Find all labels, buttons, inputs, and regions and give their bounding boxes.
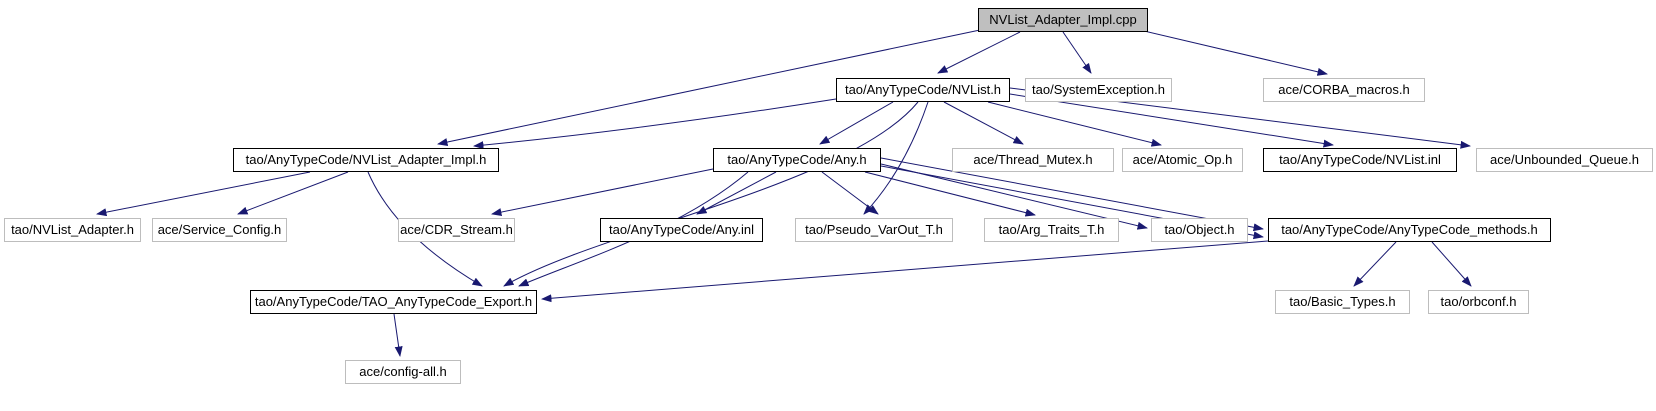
node-label: tao/AnyTypeCode/TAO_AnyTypeCode_Export.h	[254, 294, 533, 309]
node-configall: ace/config-all.h	[345, 360, 461, 384]
node-label: tao/NVList_Adapter.h	[11, 222, 134, 237]
edge-nvlist_h-any_h	[819, 101, 894, 145]
node-label: ace/Unbounded_Queue.h	[1490, 152, 1639, 167]
node-label: tao/Pseudo_VarOut_T.h	[805, 222, 943, 237]
node-object: tao/Object.h	[1151, 218, 1248, 242]
node-pseudo: tao/Pseudo_VarOut_T.h	[795, 218, 953, 242]
edge-any_h-methods	[880, 157, 1264, 232]
edge-nvlai_h-svcconf	[237, 171, 349, 215]
node-label: ace/config-all.h	[359, 364, 447, 379]
node-label: tao/AnyTypeCode/NVList.h	[844, 82, 1002, 97]
node-any_inl[interactable]: tao/AnyTypeCode/Any.inl	[600, 218, 763, 242]
node-label: ace/CDR_Stream.h	[400, 222, 513, 237]
edge-root-corba	[1139, 29, 1328, 76]
edge-export-configall	[393, 313, 403, 357]
node-nvla: tao/NVList_Adapter.h	[4, 218, 141, 242]
node-thread: ace/Thread_Mutex.h	[952, 148, 1114, 172]
edge-root-nvlai_h	[437, 29, 981, 146]
node-label: tao/Basic_Types.h	[1289, 294, 1396, 309]
node-nvlist_inl[interactable]: tao/AnyTypeCode/NVList.inl	[1263, 148, 1457, 172]
node-label: tao/AnyTypeCode/Any.h	[727, 152, 867, 167]
edge-methods-orbconf	[1431, 241, 1472, 287]
node-label: tao/AnyTypeCode/AnyTypeCode_methods.h	[1281, 222, 1538, 237]
node-sysex: tao/SystemException.h	[1025, 78, 1172, 102]
node-label: tao/orbconf.h	[1440, 294, 1517, 309]
edge-nvlai_h-nvla	[96, 171, 311, 217]
node-any_h[interactable]: tao/AnyTypeCode/Any.h	[713, 148, 881, 172]
edge-nvlist_h-thread	[943, 101, 1024, 145]
node-label: tao/Arg_Traits_T.h	[998, 222, 1105, 237]
edge-root-nvlist_h	[937, 31, 1021, 74]
node-svcconf: ace/Service_Config.h	[152, 218, 287, 242]
node-label: tao/AnyTypeCode/Any.inl	[608, 222, 754, 237]
node-label: NVList_Adapter_Impl.cpp	[989, 12, 1137, 27]
node-label: tao/Object.h	[1164, 222, 1235, 237]
node-corba: ace/CORBA_macros.h	[1263, 78, 1425, 102]
node-nvlai_h[interactable]: tao/AnyTypeCode/NVList_Adapter_Impl.h	[233, 148, 499, 172]
node-atomic: ace/Atomic_Op.h	[1122, 148, 1243, 172]
edge-nvlist_h-nvlai_h	[473, 98, 837, 150]
node-label: tao/AnyTypeCode/NVList_Adapter_Impl.h	[245, 152, 487, 167]
edge-methods-export	[541, 240, 1269, 303]
edge-nvlist_h-atomic	[987, 101, 1162, 147]
node-argtraits: tao/Arg_Traits_T.h	[984, 218, 1119, 242]
node-root: NVList_Adapter_Impl.cpp	[978, 8, 1148, 32]
node-methods[interactable]: tao/AnyTypeCode/AnyTypeCode_methods.h	[1268, 218, 1551, 242]
edge-root-sysex	[1062, 31, 1092, 74]
node-label: ace/Service_Config.h	[157, 222, 282, 237]
node-label: ace/Thread_Mutex.h	[973, 152, 1093, 167]
node-unbq: ace/Unbounded_Queue.h	[1476, 148, 1653, 172]
node-cdr: ace/CDR_Stream.h	[398, 218, 515, 242]
node-orbconf: tao/orbconf.h	[1428, 290, 1529, 314]
edge-nvlist_h-nvlist_inl	[1009, 93, 1334, 148]
node-basict: tao/Basic_Types.h	[1275, 290, 1410, 314]
node-label: ace/Atomic_Op.h	[1132, 152, 1233, 167]
edge-any_h-any_inl	[696, 171, 777, 215]
edge-any_h-argtraits	[864, 171, 1036, 217]
node-label: tao/SystemException.h	[1032, 82, 1165, 97]
node-label: tao/AnyTypeCode/NVList.inl	[1279, 152, 1441, 167]
edge-any_h-cdr	[491, 168, 714, 217]
node-export[interactable]: tao/AnyTypeCode/TAO_AnyTypeCode_Export.h	[250, 290, 537, 314]
edge-any_h-pseudo	[821, 171, 879, 215]
edge-nvlist_h-pseudo	[863, 101, 929, 215]
edge-nvlist_h-export	[503, 101, 919, 287]
node-label: ace/CORBA_macros.h	[1278, 82, 1410, 97]
node-nvlist_h[interactable]: tao/AnyTypeCode/NVList.h	[836, 78, 1010, 102]
edge-methods-basict	[1353, 241, 1397, 287]
